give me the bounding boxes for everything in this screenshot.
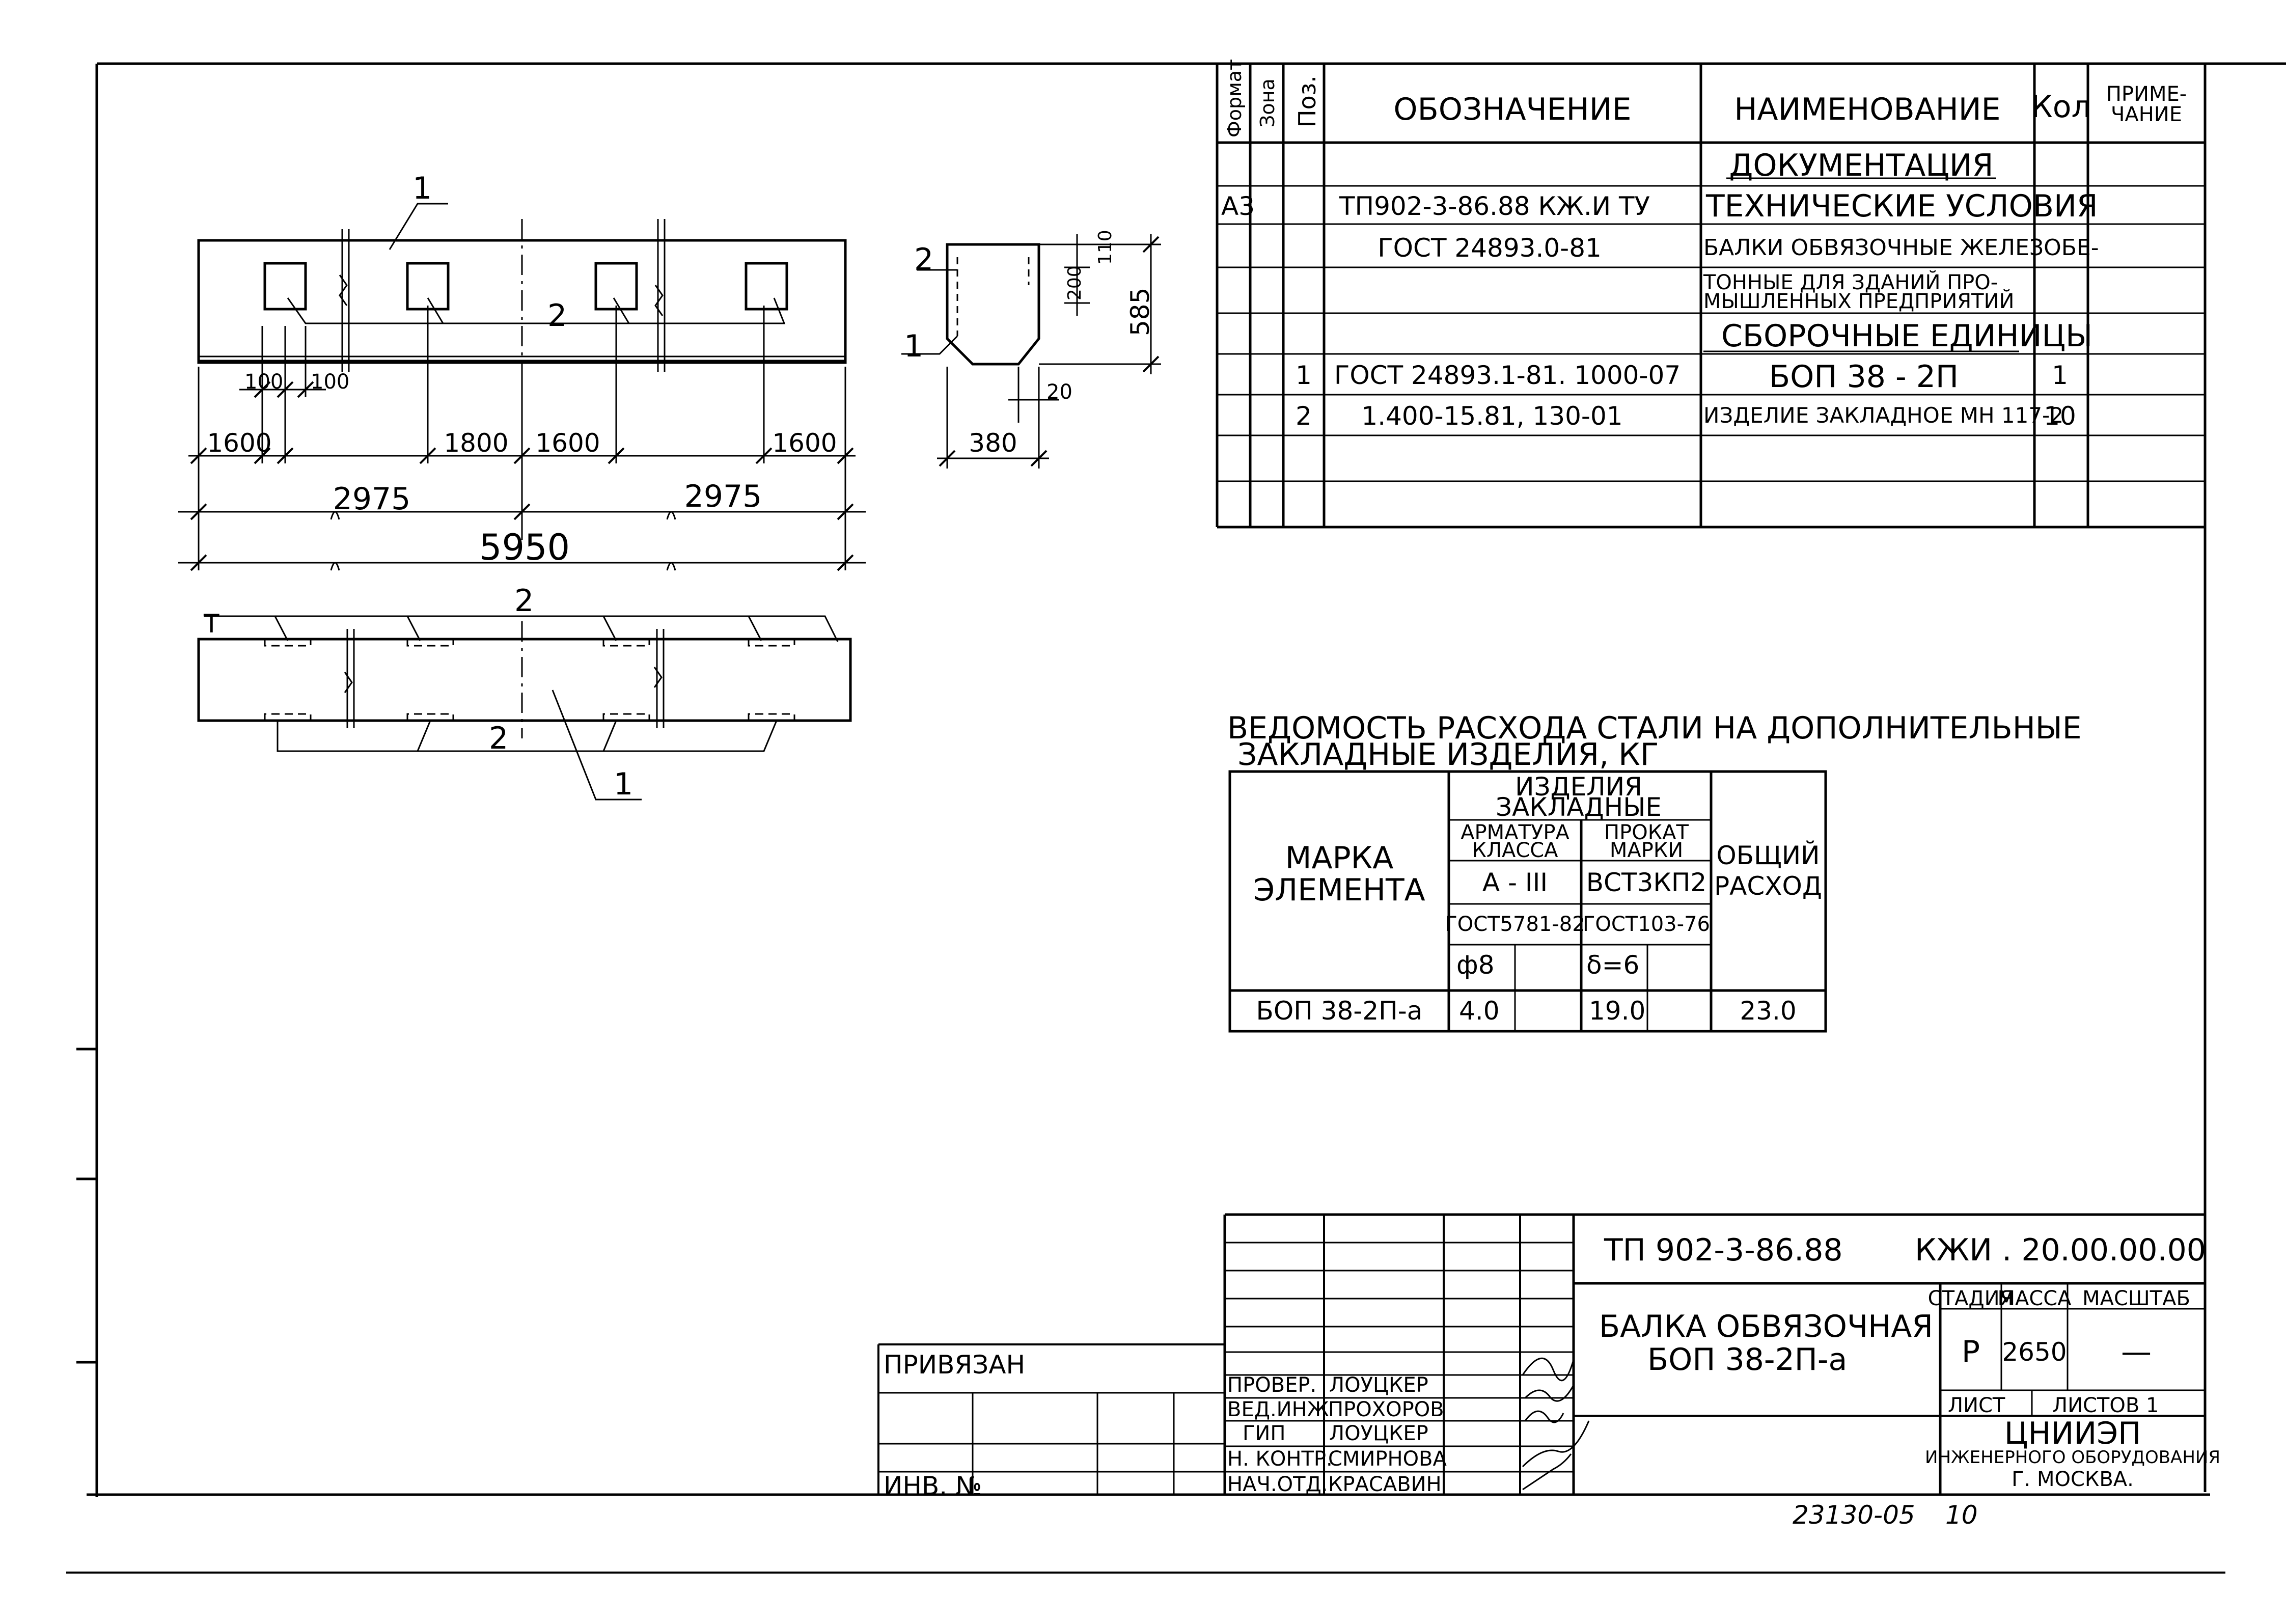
stamp-sheet-label: ЛИСТ [1948,1394,2005,1417]
leader-2-label: 2 [547,298,567,334]
stamp-person: СМИРНОВА [1328,1447,1447,1471]
stamp-scale-label: МАСШТАБ [2082,1287,2190,1310]
leader-1-label: 1 [412,171,432,206]
stamp-person: ЛОУЦКЕР [1329,1422,1428,1445]
dim-1600-right: 1600 [772,428,837,458]
spec-header-note-1: ПРИМЕ- [2106,82,2187,106]
dim-1800: 1800 [444,428,509,458]
steel-mark-header-1: МАРКА [1285,840,1394,876]
spec-row-pos: 1 [1296,361,1312,390]
spec-row-name: БОП 38 - 2П [1769,359,1959,395]
steel-group-2: ЗАКЛАДНЫЕ [1496,792,1662,822]
steel-row-prok: 19.0 [1589,996,1646,1026]
steel-total-header-2: РАСХОД [1714,871,1822,901]
dim-5950: 5950 [479,527,570,568]
dim-1600-mid: 1600 [535,428,600,458]
stamp-person: ЛОУЦКЕР [1329,1373,1428,1397]
steel-arm-header-2: КЛАССА [1472,839,1558,862]
steel-row-arm: 4.0 [1459,996,1500,1026]
stamp-role: ГИП [1243,1422,1286,1445]
dim-100-right: 100 [311,370,350,394]
section-dim-20: 20 [1046,380,1072,404]
plan-leader-2-top: 2 [514,583,534,619]
footer-sheet: 10 [1945,1500,1978,1530]
stamp-code-right: КЖИ . 20.00.00.00 [1915,1232,2206,1268]
stamp-person: ПРОХОРОВ [1328,1398,1444,1421]
steel-arm-class: А - III [1482,868,1548,897]
footer-number: 23130-05 [1793,1500,1915,1530]
spec-header-qty: Кол [2031,89,2091,125]
stamp-role: ВЕД.ИНЖ [1227,1398,1329,1421]
spec-header-format: Формат [1223,59,1246,137]
stamp-code-left: ТП 902-3-86.88 [1604,1232,1843,1268]
stamp-person: КРАСАВИН [1328,1473,1442,1496]
plan-leader-2-bottom: 2 [489,721,509,756]
dim-100-left: 100 [244,370,284,394]
section-dim-110: 110 [1095,230,1116,265]
spec-row-name: ДОКУМЕНТАЦИЯ [1729,148,1994,183]
spec-header-note-2: ЧАНИЕ [2110,103,2183,126]
spec-row-name: ТЕХНИЧЕСКИЕ УСЛОВИЯ [1706,188,2098,224]
spec-row-designation: ГОСТ 24893.1-81. 1000-07 [1334,361,1681,390]
spec-row-designation: 1.400-15.81, 130-01 [1361,401,1623,431]
stamp-org-3: Г. МОСКВА. [2012,1468,2134,1491]
spec-header-zone: Зона [1256,78,1279,127]
dim-2975-left: 2975 [333,481,411,517]
spec-row-name: СБОРОЧНЫЕ ЕДИНИЦЫ [1721,318,2093,354]
section-dim-380: 380 [969,428,1017,458]
section-dim-200: 200 [1064,265,1085,300]
steel-row-total: 23.0 [1740,996,1797,1026]
steel-arm-header-1: АРМАТУРА [1461,821,1569,844]
stamp-role: НАЧ.ОТД. [1227,1473,1328,1496]
steel-arm-dia: ф8 [1456,950,1495,980]
steel-total-header-1: ОБЩИЙ [1716,841,1820,870]
steel-arm-gost: ГОСТ5781-82 [1445,913,1585,936]
stamp-privyazan: ПРИВЯЗАН [884,1350,1026,1380]
spec-row-name: ИЗДЕЛИЕ ЗАКЛАДНОЕ МН 117-2 [1703,403,2063,428]
dim-1600-left: 1600 [207,428,272,458]
spec-row-qty: 10 [2044,401,2076,431]
spec-row-name: БАЛКИ ОБВЯЗОЧНЫЕ ЖЕЛЕЗОБЕ- [1703,235,2099,261]
spec-row-name: ТОННЫЕ ДЛЯ ЗДАНИЙ ПРО- [1703,271,1998,294]
stamp-title-2: БОП 38-2П-а [1647,1342,1848,1378]
steel-title-2: ЗАКЛАДНЫЕ ИЗДЕЛИЯ, КГ [1237,737,1659,773]
spec-header-designation: ОБОЗНАЧЕНИЕ [1393,92,1632,127]
section-leader-1: 1 [904,328,924,364]
spec-header-name: НАИМЕНОВАНИЕ [1734,92,2001,127]
plan-label-t: Т [204,609,219,639]
stamp-sheets-label: ЛИСТОВ 1 [2052,1394,2159,1417]
stamp-scale: — [2121,1334,2152,1370]
section-dim-585: 585 [1125,287,1155,336]
spec-header-pos: Поз. [1293,75,1321,127]
stamp-role: Н. КОНТР. [1227,1447,1333,1471]
spec-row-designation: ТП902-3-86.88 КЖ.И ТУ [1339,191,1650,221]
steel-row-mark: БОП 38-2П-а [1256,996,1423,1026]
stamp-stage-label: СТАДИЯ [1927,1287,2014,1310]
stamp-mass-label: МАССА [1997,1287,2072,1310]
steel-group-1: ИЗДЕЛИЯ [1515,772,1642,802]
spec-row-pos: 2 [1296,401,1312,431]
spec-row-designation: ГОСТ 24893.0-81 [1378,233,1602,263]
section-leader-2: 2 [914,242,934,278]
stamp-title-1: БАЛКА ОБВЯЗОЧНАЯ [1599,1309,1933,1344]
steel-prok-header-2: МАРКИ [1609,839,1684,862]
steel-mark-header-2: ЭЛЕМЕНТА [1253,872,1425,908]
stamp-org-1: ЦНИИЭП [2004,1416,2141,1451]
spec-row-format: А3 [1221,191,1255,221]
steel-prok-header-1: ПРОКАТ [1604,821,1689,844]
dim-2975-right: 2975 [684,479,762,514]
spec-row-qty: 1 [2052,361,2068,390]
stamp-role: ПРОВЕР. [1227,1373,1317,1397]
plan-leader-1: 1 [614,766,634,802]
steel-prok-thk: δ=6 [1586,950,1640,980]
stamp-mass: 2650 [2002,1337,2067,1367]
stamp-org-2: ИНЖЕНЕРНОГО ОБОРУДОВАНИЯ [1925,1447,2220,1468]
steel-title-1: ВЕДОМОСТЬ РАСХОДА СТАЛИ НА ДОПОЛНИТЕЛЬНЫ… [1227,710,2082,746]
steel-prok-gost: ГОСТ103-76 [1583,913,1710,936]
stamp-inv: ИНВ. № [884,1471,982,1501]
steel-prok-mark: ВСТ3КП2 [1586,868,1707,897]
spec-row-name-2: МЫШЛЕННЫХ ПРЕДПРИЯТИЙ [1703,290,2015,313]
stamp-stage: Р [1961,1334,1980,1370]
